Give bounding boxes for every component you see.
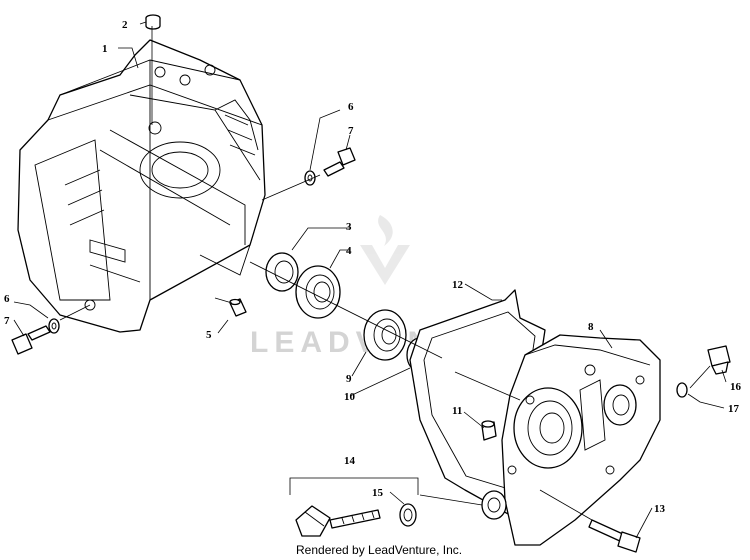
drain-plug: [707, 345, 731, 375]
crankcase-housing: [17, 39, 266, 333]
dowel-pin: [229, 298, 247, 317]
callout-10: 10: [344, 391, 356, 403]
callout-16: 16: [730, 381, 742, 393]
callout-15: 15: [372, 487, 384, 499]
callout-leaders: [13, 21, 727, 539]
oil-fill-collar: [481, 490, 507, 520]
crankcase-cover: [501, 334, 661, 546]
ball-bearing-small: [363, 309, 407, 361]
oil-dipstick-assembly: [295, 505, 381, 537]
bolt-lower: [11, 325, 51, 355]
callout-13: 13: [654, 503, 666, 515]
washer-upper: [304, 170, 316, 186]
callout-14: 14: [344, 455, 356, 467]
o-ring-dipstick: [399, 503, 417, 527]
callout-9: 9: [346, 373, 352, 385]
callout-5: 5: [206, 329, 212, 341]
callout-7-upper: 7: [348, 125, 354, 137]
watermark-logo: [360, 215, 410, 285]
assembly-guide-lines: [59, 26, 711, 521]
callout-7-lower: 7: [4, 315, 10, 327]
footer-credit: Rendered by LeadVenture, Inc.: [296, 543, 462, 557]
callout-17: 17: [728, 403, 740, 415]
callout-6-upper: 6: [348, 101, 354, 113]
ball-bearing-large: [295, 265, 341, 319]
callout-3: 3: [346, 221, 352, 233]
washer-lower: [48, 318, 60, 334]
callout-11: 11: [452, 405, 462, 417]
o-ring-drain: [676, 382, 688, 398]
callout-6-lower: 6: [4, 293, 10, 305]
callout-4: 4: [346, 245, 352, 257]
callout-12: 12: [452, 279, 464, 291]
bolt-upper: [323, 147, 356, 177]
callout-labels: 1 2 3 4 5 6 6 7 7 8 9 10 11 12 13 14 15 …: [4, 19, 742, 515]
dowel-sleeve: [145, 14, 161, 30]
oil-seal: [265, 252, 299, 292]
plug: [481, 420, 497, 441]
callout-2: 2: [122, 19, 128, 31]
callout-1: 1: [102, 43, 108, 55]
callout-8: 8: [588, 321, 594, 333]
cover-bolt: [588, 519, 641, 553]
